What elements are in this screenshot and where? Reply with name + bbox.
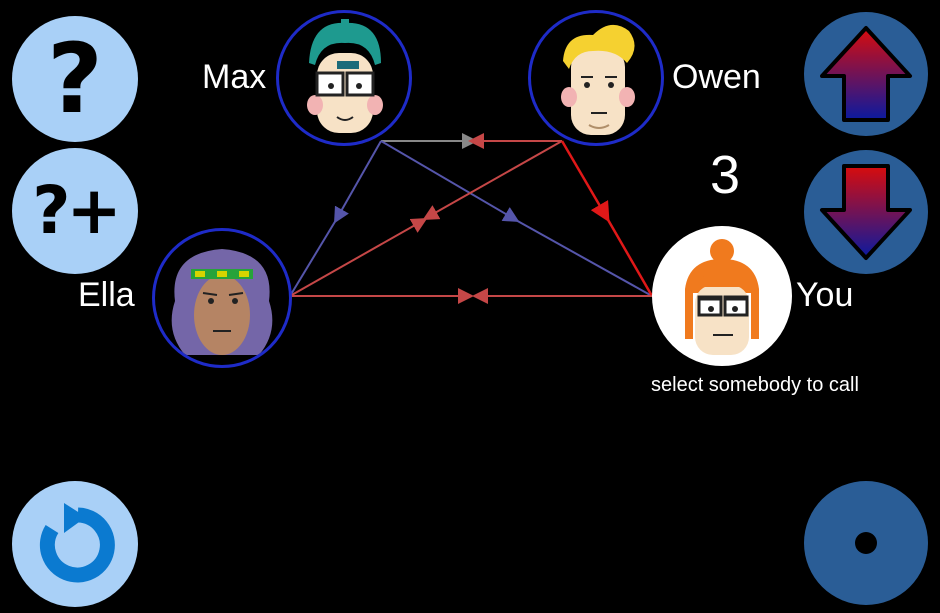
refresh-icon: [39, 503, 115, 583]
status-text: select somebody to call: [651, 374, 859, 396]
link-owen-you: [560, 140, 610, 223]
call-counter: 3: [710, 145, 741, 205]
link-max-ella: [334, 140, 382, 224]
blonde-boy-avatar: [561, 24, 635, 135]
teal-hair-glasses-boy-avatar: [307, 19, 383, 133]
help-plus-button[interactable]: ?+: [12, 148, 138, 274]
player-name-max: Max: [202, 58, 267, 96]
link-owen-ella: [422, 140, 563, 220]
avatar-owen[interactable]: [528, 10, 664, 146]
record-button[interactable]: [804, 481, 928, 605]
link-ella-owen: [289, 218, 428, 297]
arrow-down-icon: [820, 164, 912, 260]
link-you-max: [513, 218, 653, 297]
player-name-owen: Owen: [672, 58, 761, 96]
help-button[interactable]: ?: [12, 16, 138, 142]
question-mark-icon: ?: [47, 23, 103, 135]
down-button[interactable]: [804, 150, 928, 274]
arrow-up-icon: [820, 26, 912, 122]
dot-icon: [855, 532, 877, 554]
link-max-you: [380, 140, 520, 223]
avatar-max[interactable]: [276, 10, 412, 146]
player-name-you: You: [796, 276, 854, 314]
purple-hair-headband-girl-avatar: [171, 249, 273, 355]
link-you-owen: [605, 217, 654, 297]
question-plus-icon: ?+: [32, 172, 122, 249]
reset-button[interactable]: [12, 481, 138, 607]
player-name-ella: Ella: [78, 276, 135, 314]
avatar-ella[interactable]: [152, 228, 292, 368]
avatar-you[interactable]: [652, 226, 792, 366]
up-button[interactable]: [804, 12, 928, 136]
orange-hair-glasses-girl-avatar: [685, 239, 759, 355]
link-ella-max: [289, 219, 337, 297]
